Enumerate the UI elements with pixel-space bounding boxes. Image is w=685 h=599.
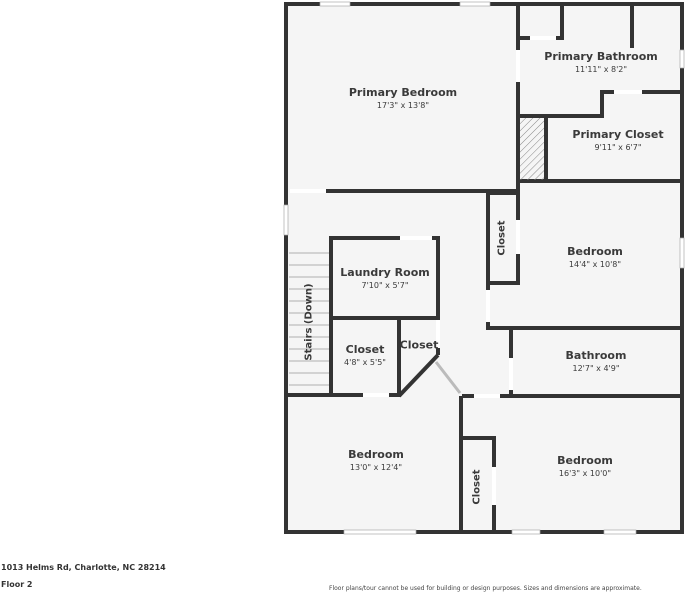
room-primary-closet: Primary Closet 9'11" x 6'7" [572, 128, 663, 152]
room-name: Laundry Room [340, 266, 430, 279]
room-dimensions: 16'3" x 10'0" [558, 469, 612, 478]
floor-plan-drawing [283, 1, 685, 535]
room-primary-bedroom: Primary Bedroom 17'3" x 13'8" [349, 86, 457, 110]
property-address: 1013 Helms Rd, Charlotte, NC 28214 [1, 563, 166, 572]
room-hall-closet: Closet 4'8" x 5'5" [344, 343, 386, 367]
room-name: Closet [496, 220, 508, 256]
room-name: Bedroom [348, 448, 404, 461]
room-name: Closet [345, 343, 385, 356]
disclaimer: Floor plans/tour cannot be used for buil… [329, 585, 642, 592]
windows [283, 1, 685, 535]
angled-door [434, 361, 462, 394]
room-dimensions: 13'0" x 12'4" [349, 463, 403, 472]
room-name: Primary Bathroom [544, 50, 658, 63]
room-bedroom-2: Bedroom 14'4" x 10'8" [567, 245, 623, 269]
room-bedroom4-closet: Closet [472, 469, 483, 504]
room-name: Closet [399, 338, 439, 352]
room-dimensions: 17'3" x 13'8" [376, 101, 430, 110]
room-angled-closet: Closet [400, 339, 439, 352]
room-laundry: Laundry Room 7'10" x 5'7" [340, 266, 429, 290]
room-dimensions: 7'10" x 5'7" [361, 281, 409, 290]
room-dimensions: 12'7" x 4'9" [572, 364, 620, 373]
stairs-down: Stairs (Down) [304, 283, 315, 360]
room-dimensions: 14'4" x 10'8" [568, 260, 622, 269]
room-name: Bedroom [567, 245, 623, 258]
room-name: Bathroom [565, 349, 627, 362]
room-bedroom-4: Bedroom 16'3" x 10'0" [557, 454, 613, 478]
room-dimensions: 4'8" x 5'5" [344, 358, 386, 367]
room-name: Primary Bedroom [348, 86, 458, 99]
hatched-chase [520, 118, 544, 180]
door-openings [290, 36, 642, 505]
room-dimensions: 11'11" x 8'2" [574, 65, 628, 74]
stairs-treads [289, 252, 329, 386]
room-name: Stairs (Down) [303, 283, 315, 361]
room-bathroom: Bathroom 12'7" x 4'9" [566, 349, 627, 373]
room-name: Primary Closet [572, 128, 664, 141]
floor-label: Floor 2 [1, 580, 33, 589]
room-primary-bathroom: Primary Bathroom 11'11" x 8'2" [544, 50, 657, 74]
room-dimensions: 9'11" x 6'7" [594, 143, 642, 152]
room-bedroom-3: Bedroom 13'0" x 12'4" [348, 448, 404, 472]
room-bedroom2-closet: Closet [497, 220, 508, 255]
room-name: Closet [471, 469, 483, 505]
room-name: Bedroom [557, 454, 613, 467]
